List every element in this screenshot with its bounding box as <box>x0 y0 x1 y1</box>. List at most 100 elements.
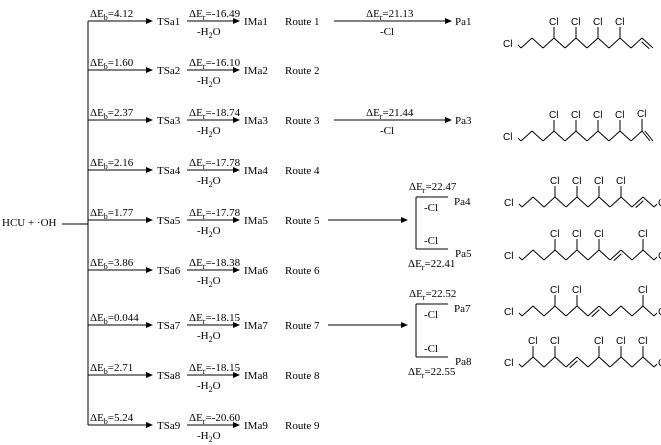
bond <box>642 356 655 368</box>
barrier-arrow-head <box>146 18 153 24</box>
bond <box>609 356 622 368</box>
reaction-energy-label: ΔEr=-16.49 <box>189 8 241 22</box>
transition-state-label: TSa4 <box>157 165 181 177</box>
route-label: Route 1 <box>285 16 320 28</box>
bond <box>564 130 577 142</box>
bond <box>598 305 611 317</box>
branch-top-chloride-loss: -Cl <box>424 202 438 214</box>
double-bond <box>635 200 644 209</box>
barrier-energy-label: ΔEb=2.37 <box>90 107 134 121</box>
chlorine-label: Cl <box>504 251 513 262</box>
barrier-energy-label: ΔEb=5.24 <box>90 412 134 426</box>
bond <box>609 196 622 208</box>
barrier-arrow-head <box>146 372 153 378</box>
bond <box>517 44 522 49</box>
bond <box>576 305 589 317</box>
bond <box>520 37 533 49</box>
double-bond <box>613 253 622 262</box>
transition-state-label: TSa7 <box>157 320 181 332</box>
product-arrow-head <box>445 117 452 123</box>
bond <box>532 356 545 368</box>
chlorine-label: Cl <box>550 176 559 187</box>
bond <box>576 249 589 261</box>
bond <box>608 130 621 142</box>
bond <box>543 196 556 208</box>
chlorine-label: Cl <box>593 17 602 28</box>
bond <box>641 130 651 142</box>
reaction-energy-label: ΔEr=-20.60 <box>189 412 241 426</box>
double-bond <box>641 41 650 50</box>
intermediate-label: IMa5 <box>244 215 268 227</box>
bond <box>521 356 534 368</box>
chlorine-label: Cl <box>528 336 537 347</box>
bond <box>542 130 555 142</box>
product-energy-label: ΔEr=21.44 <box>366 107 414 121</box>
chlorine-label: Cl <box>615 110 624 121</box>
water-loss-label: -H2O <box>197 380 221 394</box>
bond <box>620 305 633 317</box>
bond <box>619 37 632 49</box>
bond <box>630 37 643 49</box>
branch-top-product: Pa7 <box>454 303 471 315</box>
chloride-loss-label: -Cl <box>380 125 394 137</box>
reaction-arrow-head <box>233 322 240 328</box>
bond <box>554 249 567 261</box>
bond <box>543 356 556 368</box>
reaction-energy-label: ΔEr=-18.15 <box>189 362 241 376</box>
bond <box>641 37 654 49</box>
route-label: Route 8 <box>285 370 320 382</box>
bond <box>631 356 644 368</box>
bond <box>532 196 545 208</box>
water-loss-label: -H2O <box>197 175 221 189</box>
double-bond <box>591 309 600 318</box>
barrier-energy-label: ΔEb=1.77 <box>90 207 134 221</box>
bond <box>532 305 545 317</box>
bond <box>620 196 633 208</box>
reaction-arrow-head <box>233 267 240 273</box>
bond <box>608 37 621 49</box>
barrier-arrow-head <box>146 167 153 173</box>
chlorine-label: Cl <box>503 132 512 143</box>
bond <box>554 305 567 317</box>
reactant-label: HCU + ·OH <box>2 217 57 229</box>
bond <box>576 356 589 368</box>
chlorine-label: Cl <box>616 336 625 347</box>
branch-arrow-head <box>401 217 408 223</box>
bond <box>620 356 633 368</box>
barrier-energy-label: ΔEb=2.71 <box>90 362 133 376</box>
route-label: Route 6 <box>285 265 320 277</box>
bond <box>518 203 523 208</box>
reaction-arrow-head <box>233 167 240 173</box>
branch-bottom-chloride-loss: -Cl <box>424 343 438 355</box>
product-arrow-head <box>445 18 452 24</box>
bond <box>542 37 555 49</box>
barrier-energy-label: ΔEb=0.044 <box>90 312 139 326</box>
water-loss-label: -H2O <box>197 26 221 40</box>
bond <box>597 130 610 142</box>
bond <box>642 196 655 208</box>
intermediate-label: IMa8 <box>244 370 268 382</box>
chlorine-label: Cl <box>658 358 661 369</box>
chlorine-label: Cl <box>571 17 580 28</box>
bond <box>543 305 556 317</box>
reaction-arrow-head <box>233 18 240 24</box>
reaction-energy-label: ΔEr=-17.78 <box>189 157 241 171</box>
chlorine-label: Cl <box>572 176 581 187</box>
bond <box>564 37 577 49</box>
branch-top-product: Pa4 <box>454 196 471 208</box>
bond <box>553 37 566 49</box>
reaction-energy-label: ΔEr=-16.10 <box>189 57 241 71</box>
product-label: Pa1 <box>455 16 472 28</box>
barrier-arrow-head <box>146 67 153 73</box>
intermediate-label: IMa9 <box>244 420 268 432</box>
water-loss-label: -H2O <box>197 275 221 289</box>
